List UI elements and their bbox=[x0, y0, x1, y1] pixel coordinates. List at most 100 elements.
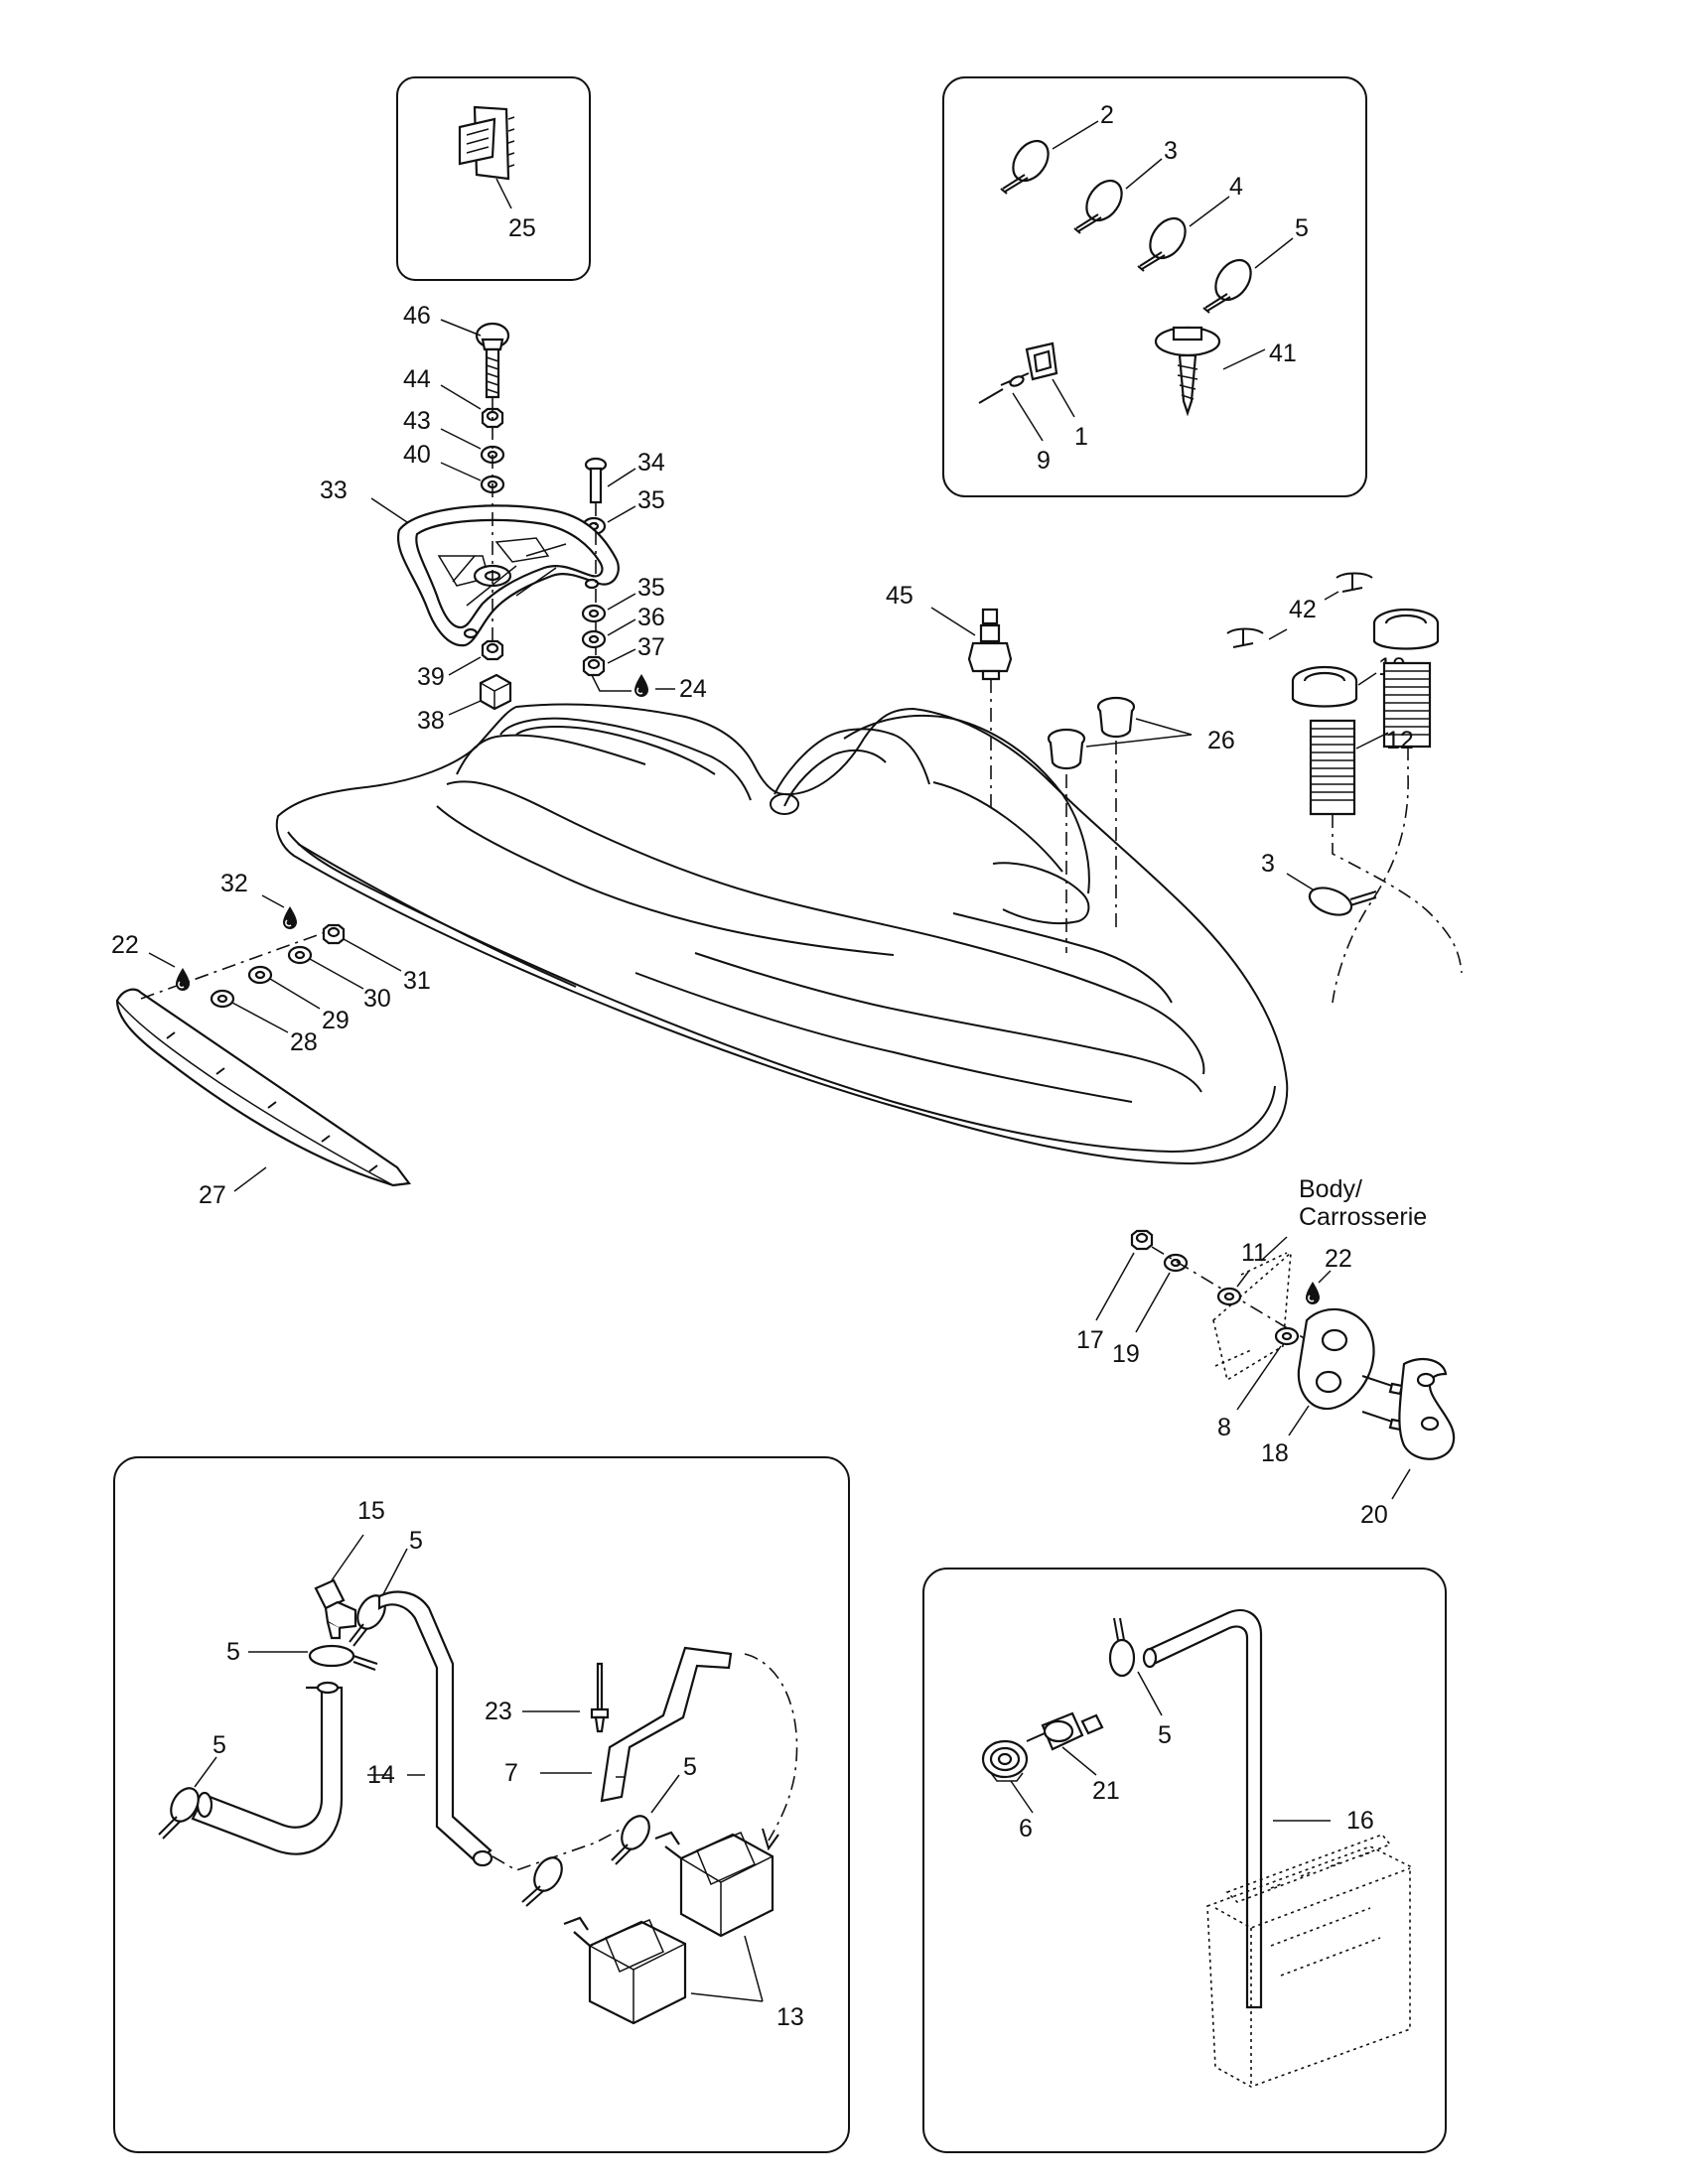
body-label-line2: Carrosserie bbox=[1299, 1203, 1427, 1231]
callout-22a: 22 bbox=[111, 931, 139, 959]
body-label-line1: Body/ bbox=[1299, 1175, 1362, 1203]
callout-1: 1 bbox=[1074, 423, 1088, 451]
callout-5d: 5 bbox=[212, 1731, 226, 1759]
callout-3: 3 bbox=[1164, 137, 1178, 165]
part-washer-30 bbox=[287, 945, 313, 965]
battery-outline bbox=[1206, 1834, 1411, 2088]
body-panel-section bbox=[1212, 1251, 1292, 1382]
part-clamp-42a bbox=[1336, 572, 1373, 593]
callout-7: 7 bbox=[504, 1759, 518, 1787]
part-tie-5e bbox=[611, 1815, 650, 1865]
part-washer-28 bbox=[210, 989, 235, 1009]
callout-24: 24 bbox=[679, 675, 707, 703]
part-tie-4 bbox=[1136, 210, 1195, 273]
part-rivet-9 bbox=[978, 372, 1030, 404]
fluid-drop-icon-22b bbox=[1305, 1281, 1321, 1305]
part-square-nut-38 bbox=[479, 673, 512, 711]
part-clip-1 bbox=[1025, 341, 1058, 381]
callout-35a: 35 bbox=[637, 486, 665, 514]
callout-3b: 3 bbox=[1261, 850, 1275, 878]
part-fill-neck-10 bbox=[1291, 608, 1440, 708]
callout-4: 4 bbox=[1229, 173, 1243, 201]
part-nut-17 bbox=[1130, 1229, 1154, 1251]
part-elbow-15 bbox=[314, 1578, 357, 1640]
callout-27: 27 bbox=[199, 1181, 226, 1209]
callout-34: 34 bbox=[637, 449, 665, 477]
callout-15: 15 bbox=[357, 1497, 385, 1525]
part-tie-5 bbox=[1201, 252, 1260, 315]
part-hose-14 bbox=[191, 1590, 493, 1867]
callout-36: 36 bbox=[637, 604, 665, 631]
detail-box-battery-vent bbox=[922, 1568, 1447, 2153]
callout-42: 42 bbox=[1289, 596, 1317, 623]
part-hose-12 bbox=[1309, 661, 1432, 816]
callout-46: 46 bbox=[403, 302, 431, 330]
callout-18: 18 bbox=[1261, 1439, 1289, 1467]
callout-35b: 35 bbox=[637, 574, 665, 602]
callout-17: 17 bbox=[1076, 1326, 1104, 1354]
callout-11: 11 bbox=[1241, 1239, 1267, 1267]
callout-13: 13 bbox=[776, 2003, 804, 2031]
callout-12: 12 bbox=[1386, 727, 1414, 754]
callout-19: 19 bbox=[1112, 1340, 1140, 1368]
part-washer-29 bbox=[247, 965, 273, 985]
callout-33: 33 bbox=[320, 477, 348, 504]
callout-43: 43 bbox=[403, 407, 431, 435]
part-nut-39 bbox=[481, 639, 504, 661]
callout-5f: 5 bbox=[1158, 1721, 1172, 1749]
callout-5c: 5 bbox=[226, 1638, 240, 1666]
part-tie-3b bbox=[1308, 887, 1377, 916]
callout-16: 16 bbox=[1346, 1807, 1374, 1835]
callout-26: 26 bbox=[1207, 727, 1235, 754]
part-clamp-42b bbox=[1226, 627, 1264, 648]
callout-2: 2 bbox=[1100, 101, 1114, 129]
callout-29: 29 bbox=[322, 1007, 350, 1034]
part-handle-grip-33 bbox=[396, 504, 620, 647]
callout-8: 8 bbox=[1217, 1414, 1231, 1441]
part-handle-tag bbox=[458, 105, 515, 209]
callout-23: 23 bbox=[485, 1698, 512, 1725]
part-screw-41 bbox=[1154, 326, 1221, 417]
callout-30: 30 bbox=[363, 985, 391, 1013]
fluid-drop-icon-32 bbox=[282, 905, 298, 930]
callout-45: 45 bbox=[886, 582, 914, 610]
callout-21: 21 bbox=[1092, 1777, 1120, 1805]
part-connector-21 bbox=[1026, 1711, 1104, 1751]
callout-32: 32 bbox=[220, 870, 248, 897]
part-hook-20 bbox=[1361, 1357, 1456, 1460]
part-washer-19 bbox=[1163, 1253, 1189, 1273]
part-grommet-26b bbox=[1096, 696, 1136, 739]
part-nut-31 bbox=[322, 923, 346, 945]
part-bracket-18 bbox=[1297, 1307, 1375, 1411]
part-bolt-34 bbox=[584, 457, 608, 504]
part-fitting-45 bbox=[967, 608, 1013, 681]
part-nut-37 bbox=[582, 655, 606, 677]
part-oil-bottle-13a bbox=[654, 1831, 774, 1938]
part-vent-cap-6 bbox=[981, 1739, 1029, 1782]
detail-box-ties-fasteners bbox=[942, 76, 1367, 497]
part-bracket-7 bbox=[600, 1646, 733, 1803]
callout-39: 39 bbox=[417, 663, 445, 691]
part-tie-5-bottle bbox=[521, 1856, 563, 1907]
part-rivet-23 bbox=[590, 1662, 610, 1733]
callout-5b: 5 bbox=[409, 1527, 423, 1555]
detail-box-bottle-hoses bbox=[113, 1456, 850, 2153]
callout-9: 9 bbox=[1037, 447, 1051, 475]
part-tie-3 bbox=[1072, 173, 1131, 235]
callout-25: 25 bbox=[508, 214, 536, 242]
part-oil-bottle-13b bbox=[563, 1916, 687, 2025]
part-tie-5c bbox=[308, 1644, 378, 1671]
callout-38: 38 bbox=[417, 707, 445, 735]
part-grommet-26a bbox=[1047, 728, 1086, 770]
callout-41: 41 bbox=[1269, 340, 1297, 367]
callout-5e: 5 bbox=[683, 1753, 697, 1781]
part-washer-36 bbox=[581, 629, 607, 649]
part-tie-2 bbox=[999, 133, 1057, 196]
callout-14: 14 bbox=[367, 1761, 395, 1789]
fluid-drop-icon-22a bbox=[175, 967, 191, 992]
callout-40: 40 bbox=[403, 441, 431, 469]
callout-22b: 22 bbox=[1325, 1245, 1352, 1273]
fluid-drop-icon-24 bbox=[633, 673, 649, 698]
callout-5: 5 bbox=[1295, 214, 1309, 242]
